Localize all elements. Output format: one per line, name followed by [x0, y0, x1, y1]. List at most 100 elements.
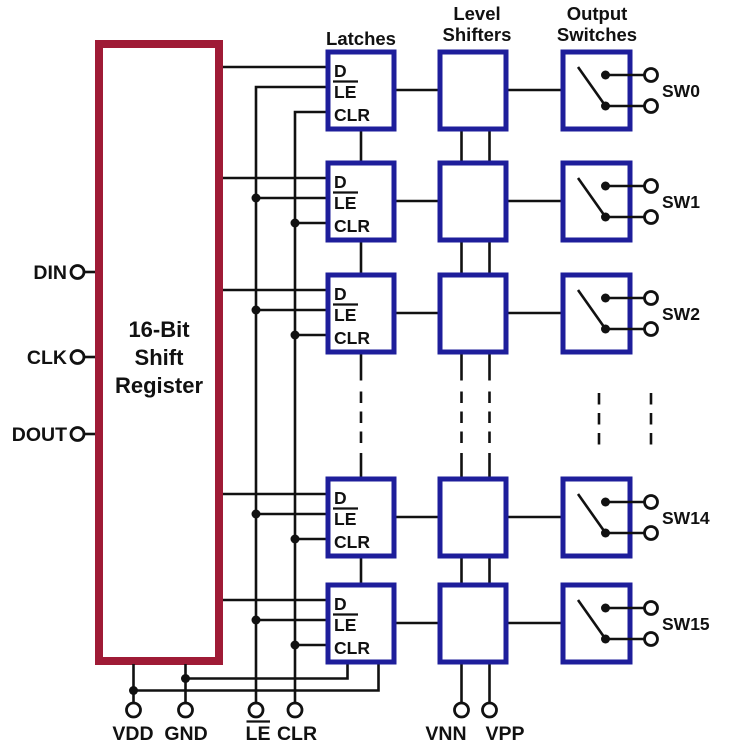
latch-pin-d-label: D	[334, 61, 347, 81]
switch-top-contact-dot	[601, 70, 610, 80]
din-label: DIN	[33, 262, 67, 284]
level-shifter-box	[437, 160, 509, 243]
latch-box	[325, 160, 397, 243]
level-shifter-box	[437, 272, 509, 355]
latch-box	[325, 49, 397, 132]
latch-pin-le-label: LE	[334, 193, 356, 213]
switch-output-terminal-b	[643, 525, 659, 541]
latch-box	[325, 272, 397, 355]
switch-top-contact-dot	[601, 497, 610, 507]
level-shifters-header-line2: Shifters	[443, 24, 512, 45]
output-switch-box	[560, 476, 633, 559]
gnd-label: GND	[164, 723, 207, 745]
switch-row-label: SW15	[662, 614, 710, 634]
switch-output-terminal-a	[643, 290, 659, 306]
latch-pin-le-label: LE	[334, 305, 356, 325]
output-switch-box	[560, 160, 633, 243]
output-switches-header-line1: Output	[567, 3, 628, 24]
level-shifter-box	[437, 582, 509, 665]
switch-blade-wire	[576, 66, 607, 107]
switch-output-terminal-a	[643, 178, 659, 194]
switch-output-terminal-a	[643, 494, 659, 510]
le-junction-dot	[251, 193, 261, 203]
inter-row-connectors	[359, 129, 653, 703]
switch-top-contact-dot	[601, 293, 610, 303]
power-wires	[129, 664, 380, 703]
le-terminal	[247, 701, 265, 719]
column-headers: Latches Level Shifters Output Switches	[326, 3, 637, 49]
bottom-terminals: VDD GND LE CLR VNN VPP	[112, 701, 525, 745]
latch-pin-clr-label: CLR	[334, 638, 370, 658]
level-shifter-box	[437, 49, 509, 132]
switch-bottom-contact-dot	[601, 212, 610, 222]
gnd-bus-wire	[185, 664, 349, 680]
switch-bottom-contact-dot	[601, 528, 610, 538]
le-junction-dot	[251, 615, 261, 625]
level-shifter-box	[437, 476, 509, 559]
latch-box	[325, 582, 397, 665]
switch-blade-wire	[576, 177, 607, 218]
switch-row-label: SW0	[662, 81, 700, 101]
latch-pin-d-label: D	[334, 172, 347, 192]
vnn-terminal	[453, 701, 470, 719]
vdd-terminal	[125, 701, 142, 719]
vpp-terminal	[481, 701, 498, 719]
switch-row-label: SW14	[662, 508, 710, 528]
output-switches-header-line2: Switches	[557, 24, 637, 45]
vdd-junction-dot	[129, 686, 138, 695]
latch-pin-clr-label: CLR	[334, 216, 370, 236]
switch-output-terminal-b	[643, 209, 659, 225]
clr-junction-dot	[290, 218, 300, 228]
shift-register-box	[95, 40, 223, 665]
clr-junction-dot	[290, 330, 300, 340]
output-switch-box	[560, 582, 633, 665]
switch-output-terminal-b	[643, 631, 659, 647]
shift-register-label-line2: Shift	[135, 345, 185, 370]
latch-pin-d-label: D	[334, 284, 347, 304]
switch-top-contact-dot	[601, 603, 610, 613]
switch-bottom-contact-dot	[601, 101, 610, 111]
gnd-junction-dot	[181, 674, 190, 683]
switch-top-contact-dot	[601, 181, 610, 191]
switch-channel-row: DLE CLR SW1	[223, 160, 700, 243]
latch-box	[325, 476, 397, 559]
dout-label: DOUT	[12, 424, 67, 446]
switch-output-terminal-a	[643, 600, 659, 616]
level-shifters-header-line1: Level	[453, 3, 500, 24]
clr-junction-dot	[290, 640, 300, 650]
output-switch-box	[560, 49, 633, 132]
le-junction-dot	[251, 509, 261, 519]
switch-channel-row: DLE CLR SW0	[223, 49, 700, 132]
dout-terminal	[69, 426, 86, 442]
switch-channel-row: DLE CLR SW15	[223, 582, 710, 665]
latch-pin-d-label: D	[334, 594, 347, 614]
latch-pin-clr-label: CLR	[334, 328, 370, 348]
clr-feed-wire	[293, 110, 331, 703]
le-feed-wire	[254, 85, 331, 703]
switch-blade-wire	[576, 599, 607, 640]
clr-label: CLR	[277, 723, 317, 745]
latch-pin-clr-label: CLR	[334, 105, 370, 125]
vpp-label: VPP	[485, 723, 524, 745]
clk-label: CLK	[27, 347, 67, 369]
switch-channel-row: DLE CLR SW2	[223, 272, 700, 355]
shift-register-label-line3: Register	[115, 373, 203, 398]
control-feed-wires	[254, 85, 331, 703]
vdd-bus-wire	[133, 664, 380, 692]
le-junction-dot	[251, 305, 261, 315]
switch-output-terminal-b	[643, 98, 659, 114]
switch-row-label: SW1	[662, 192, 700, 212]
latch-pin-le-label: LE	[334, 82, 356, 102]
latch-pin-le-label: LE	[334, 615, 356, 635]
latch-pin-clr-label: CLR	[334, 532, 370, 552]
shift-register-label-line1: 16-Bit	[128, 317, 190, 342]
switch-row-label: SW2	[662, 304, 700, 324]
switch-bottom-contact-dot	[601, 324, 610, 334]
latch-pin-d-label: D	[334, 488, 347, 508]
switch-blade-wire	[576, 493, 607, 534]
clk-terminal	[69, 349, 86, 365]
switch-output-terminal-b	[643, 321, 659, 337]
le-label: LE	[246, 723, 271, 745]
